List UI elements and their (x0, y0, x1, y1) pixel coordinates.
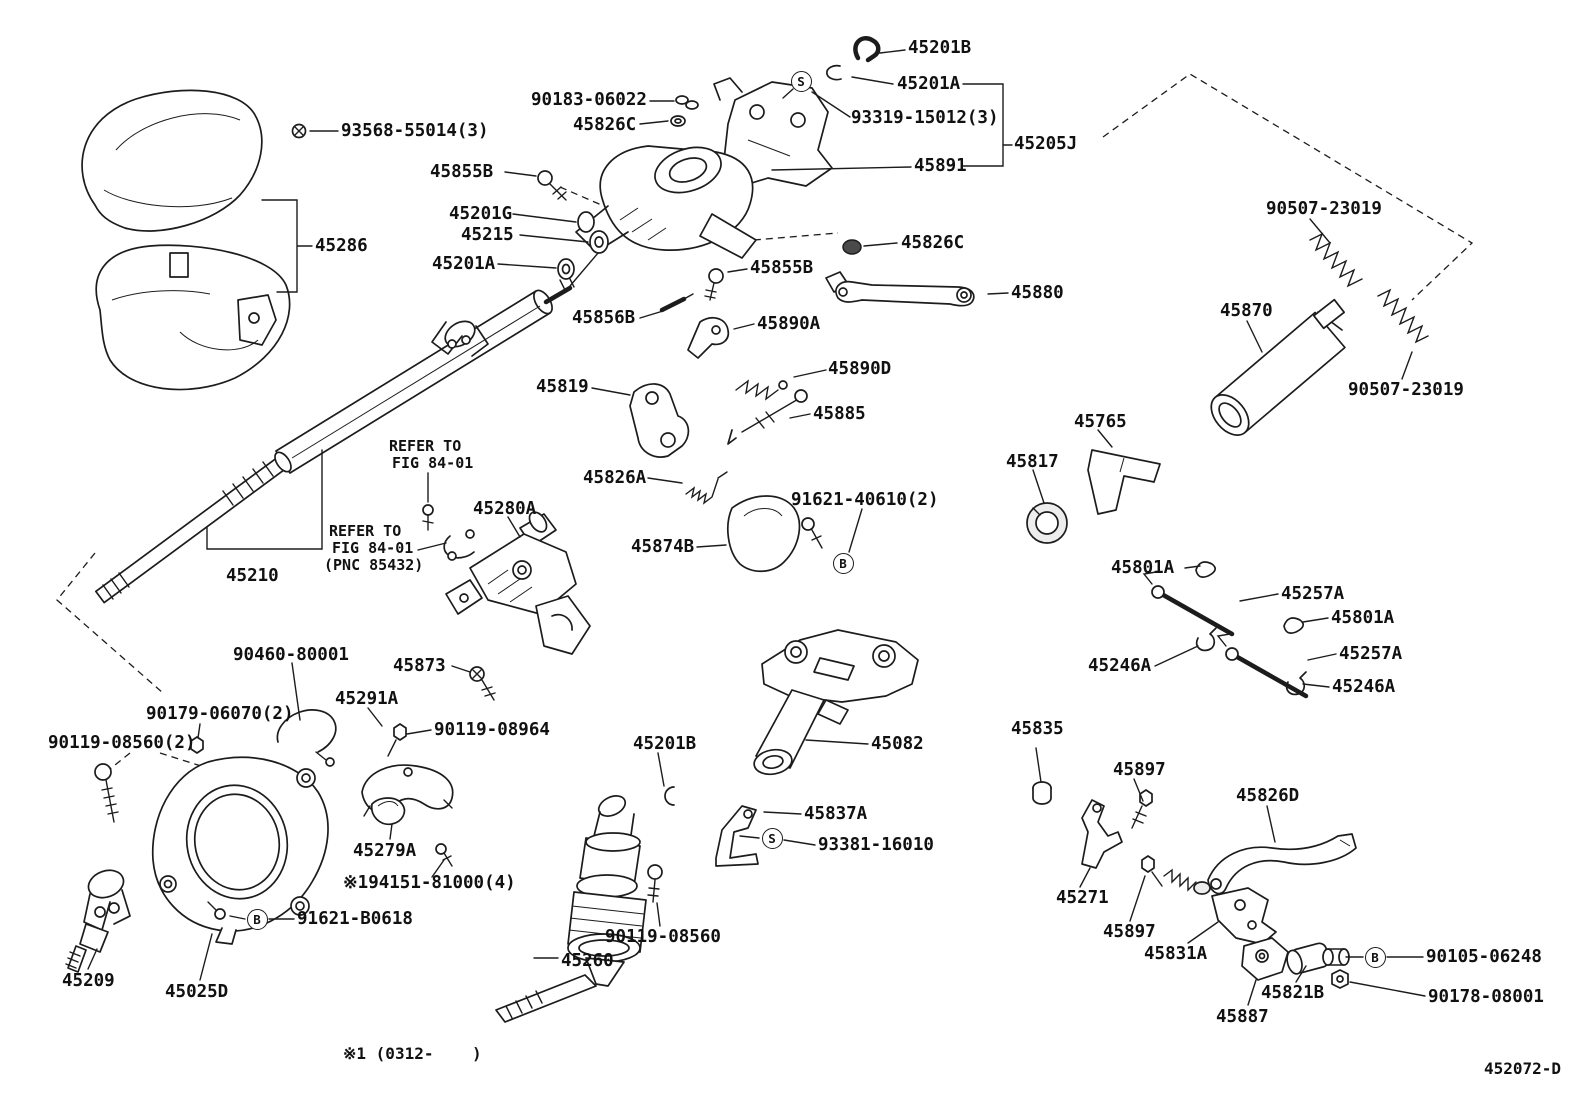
part-label-90119-08560-2: 90119-08560(2) (48, 733, 196, 753)
part-label-90119-08560: 90119-08560 (605, 927, 721, 947)
part-label-45257a: 45257A (1281, 584, 1345, 604)
clip-45801A-2 (1284, 618, 1303, 633)
clip-45801A-1 (1196, 562, 1215, 577)
actuator-45260 (496, 792, 662, 1022)
part-label-45271: 45271 (1056, 888, 1109, 908)
part-label-fig-84-01: FIG 84-01 (392, 454, 474, 472)
upper-bracket-assembly-45891 (570, 78, 832, 286)
part-label-45201a: 45201A (897, 74, 961, 94)
part-label-45765: 45765 (1074, 412, 1127, 432)
part-label-45870: 45870 (1220, 301, 1273, 321)
part-label-45819: 45819 (536, 377, 589, 397)
part-label-45837a: 45837A (804, 804, 868, 824)
bottom-right-cluster (1033, 782, 1356, 988)
part-label-45831a: 45831A (1144, 944, 1208, 964)
part-label-45821b: 45821B (1261, 983, 1325, 1003)
housing-45025D (95, 710, 336, 944)
part-label-45835: 45835 (1011, 719, 1064, 739)
figure-code: 452072-D (1484, 1059, 1562, 1078)
part-label-90460-80001: 90460-80001 (233, 645, 349, 665)
part-label-45885: 45885 (813, 404, 866, 424)
part-label-45257a: 45257A (1339, 644, 1403, 664)
top-hardware (293, 38, 879, 310)
part-label-45279a: 45279A (353, 841, 417, 861)
part-label-45897: 45897 (1113, 760, 1166, 780)
clip-45246A-1 (1197, 628, 1216, 650)
part-label-45801a: 45801A (1111, 558, 1175, 578)
part-label-90105-06248: 90105-06248 (1426, 947, 1542, 967)
part-label-45880: 45880 (1011, 283, 1064, 303)
part-label-93319-15012-3: 93319-15012(3) (851, 108, 999, 128)
circled-marker-s: S (790, 70, 812, 92)
part-label-45826c: 45826C (573, 115, 637, 135)
part-label-45260: 45260 (561, 951, 614, 971)
part-label-45826c: 45826C (901, 233, 965, 253)
part-label-45025d: 45025D (165, 982, 229, 1002)
part-label-45874b: 45874B (631, 537, 695, 557)
circled-marker-b: B (246, 908, 268, 930)
part-label-45201b: 45201B (633, 734, 697, 754)
part-label-45209: 45209 (62, 971, 115, 991)
u-joint-45209 (66, 866, 130, 972)
part-label-93568-55014-3: 93568-55014(3) (341, 121, 489, 141)
tube-45870 (1204, 234, 1428, 442)
part-label-91621-b0618: 91621-B0618 (297, 909, 413, 929)
part-label-93381-16010: 93381-16010 (818, 835, 934, 855)
clip-45246A-2 (1287, 672, 1306, 694)
part-label-90178-08001: 90178-08001 (1428, 987, 1544, 1007)
part-label-45205j: 45205J (1014, 134, 1078, 154)
bracket-45082 (665, 630, 918, 866)
part-label-45826d: 45826D (1236, 786, 1300, 806)
part-label-45891: 45891 (914, 156, 967, 176)
part-label-refer-to: REFER TO (329, 522, 402, 540)
part-label-45201g: 45201G (449, 204, 513, 224)
part-label-45887: 45887 (1216, 1007, 1269, 1027)
part-label-90183-06022: 90183-06022 (531, 90, 647, 110)
circled-marker-b: B (1364, 946, 1386, 968)
footnote-effective-date: ※1 (0312- ) (343, 1044, 482, 1063)
part-label-90179-06070-2: 90179-06070(2) (146, 704, 294, 724)
part-label-90507-23019: 90507-23019 (1266, 199, 1382, 219)
part-label-194151-81000-4: ※194151-81000(4) (343, 873, 516, 893)
part-label-45817: 45817 (1006, 452, 1059, 472)
part-label-45855b: 45855B (430, 162, 494, 182)
part-label-45215: 45215 (461, 225, 514, 245)
part-label-45246a: 45246A (1088, 656, 1152, 676)
part-label-45291a: 45291A (335, 689, 399, 709)
lever-arm-45880 (826, 272, 974, 306)
cap-45291A-group (362, 724, 453, 866)
part-label-refer-to: REFER TO (389, 437, 462, 455)
part-label-45826a: 45826A (583, 468, 647, 488)
leader-lines (88, 50, 1425, 1005)
part-label-91621-40610-2: 91621-40610(2) (791, 490, 939, 510)
main-shaft-45210 (96, 275, 574, 603)
part-label-45286: 45286 (315, 236, 368, 256)
part-label-90507-23019: 90507-23019 (1348, 380, 1464, 400)
tilt-bracket-45280A (446, 509, 590, 700)
part-label-45890a: 45890A (757, 314, 821, 334)
part-label-45856b: 45856B (572, 308, 636, 328)
part-label-45873: 45873 (393, 656, 446, 676)
part-label-45280a: 45280A (473, 499, 537, 519)
part-label-45246a: 45246A (1332, 677, 1396, 697)
column-cover-45286 (82, 90, 290, 389)
part-label-fig-84-01: FIG 84-01 (332, 539, 414, 557)
part-label-pnc-85432: (PNC 85432) (324, 556, 424, 574)
part-label-45082: 45082 (871, 734, 924, 754)
part-label-45210: 45210 (226, 566, 279, 586)
part-label-45201b: 45201B (908, 38, 972, 58)
part-label-45201a: 45201A (432, 254, 496, 274)
part-label-45897: 45897 (1103, 922, 1156, 942)
part-label-45890d: 45890D (828, 359, 892, 379)
mid-parts (423, 318, 822, 571)
right-mid-parts (1027, 450, 1306, 696)
part-label-45855b: 45855B (750, 258, 814, 278)
circled-marker-s: S (761, 827, 783, 849)
circled-marker-b: B (832, 552, 854, 574)
part-label-90119-08964: 90119-08964 (434, 720, 550, 740)
part-label-45801a: 45801A (1331, 608, 1395, 628)
